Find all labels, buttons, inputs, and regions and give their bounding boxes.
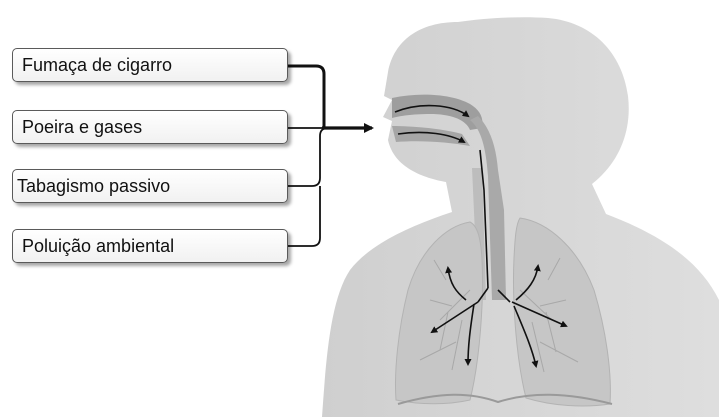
connector-passive <box>288 128 328 186</box>
connector-lines <box>288 66 372 246</box>
label-passive-smoking: Tabagismo passivo <box>12 169 288 203</box>
connector-pollution <box>288 186 320 246</box>
label-cigarette-smoke: Fumaça de cigarro <box>12 48 288 82</box>
label-dust-and-gases-text: Poeira e gases <box>22 117 142 138</box>
label-dust-and-gases: Poeira e gases <box>12 110 288 144</box>
label-environmental-pollution: Poluição ambiental <box>12 229 288 263</box>
label-cigarette-smoke-text: Fumaça de cigarro <box>22 55 172 76</box>
label-passive-smoking-text: Tabagismo passivo <box>17 176 170 197</box>
label-environmental-pollution-text: Poluição ambiental <box>22 236 174 257</box>
connector-cigarette <box>288 66 324 128</box>
